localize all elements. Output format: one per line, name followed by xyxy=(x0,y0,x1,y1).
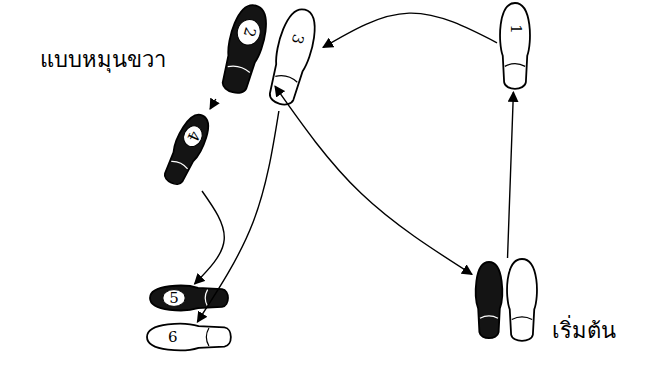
step-arrow xyxy=(275,86,472,274)
step-number: 6 xyxy=(168,330,178,345)
left-foot xyxy=(159,110,214,188)
diagram-title: แบบหมุนขวา xyxy=(40,42,166,77)
left-foot xyxy=(150,286,228,311)
heel-line xyxy=(480,316,498,318)
heel-line xyxy=(505,64,525,67)
footprint-shape xyxy=(157,109,216,191)
footprint: 2 xyxy=(213,1,275,99)
left-foot xyxy=(217,1,273,96)
footprint-shape xyxy=(497,2,533,92)
step-arrow xyxy=(323,13,497,47)
heel-line xyxy=(171,159,188,169)
footprint: 3 xyxy=(261,5,323,111)
sole-outline xyxy=(264,5,322,108)
footprint: 4 xyxy=(157,109,216,191)
right-foot xyxy=(507,259,537,341)
footprint: 5 xyxy=(150,284,230,312)
heel-line xyxy=(206,328,209,346)
right-foot xyxy=(147,324,231,350)
step-arrow xyxy=(508,92,514,258)
footprint-shape xyxy=(472,258,540,344)
footprint: 6 xyxy=(147,322,233,352)
left-foot xyxy=(476,262,502,338)
start-label: เริ่มต้น xyxy=(552,320,616,342)
step-arrow xyxy=(195,191,225,284)
footprint-shape xyxy=(150,284,230,312)
sole-outline xyxy=(507,259,537,341)
sole-outline xyxy=(476,262,502,338)
number-patch xyxy=(234,17,263,48)
footprint-shape xyxy=(261,5,323,111)
right-foot xyxy=(264,5,322,108)
sole-outline xyxy=(150,286,228,311)
heel-line xyxy=(512,317,532,320)
heel-line xyxy=(205,290,207,307)
start-position: เริ่มต้น xyxy=(472,258,540,344)
heel-line xyxy=(275,73,298,82)
heel-line xyxy=(228,64,251,73)
sole-outline xyxy=(217,1,273,96)
right-foot xyxy=(500,3,530,89)
sole-outline xyxy=(500,3,530,89)
step-number: 5 xyxy=(169,291,179,306)
footprint-shape xyxy=(213,1,275,99)
sole-outline xyxy=(159,110,214,188)
number-patch xyxy=(163,290,185,307)
step-arrow xyxy=(210,99,216,109)
step-number: 1 xyxy=(508,25,523,35)
number-patch xyxy=(180,123,205,150)
footprint-shape xyxy=(147,322,233,352)
footprint: 1 xyxy=(497,2,533,92)
sole-outline xyxy=(147,324,231,350)
